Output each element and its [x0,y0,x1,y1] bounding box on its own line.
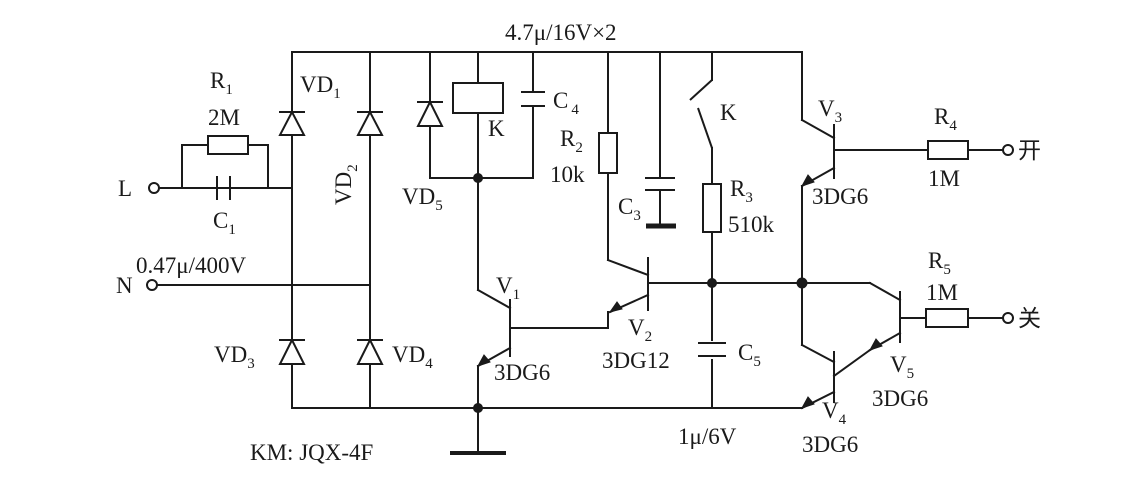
relay-model-label: KM: JQX-4F [250,440,373,465]
r3-label: R3 [730,176,753,206]
v4-emitter-arrow [800,396,815,409]
r4-value: 1M [928,166,960,191]
c1-label: C1 [213,208,236,238]
resistor-r2 [598,132,618,174]
terminal-l [148,182,160,194]
v4-model: 3DG6 [802,432,858,457]
terminal-l-label: L [118,176,132,201]
v1-model: 3DG6 [494,360,550,385]
diode-vd2 [356,109,384,136]
vd3-label: VD3 [214,342,255,372]
r1-label: R1 [210,68,233,98]
v1-emitter-arrow [476,354,491,367]
resistor-r3 [702,183,722,233]
top-capacitor-note: 4.7μ/16V×2 [505,20,617,45]
resistor-r4 [927,140,969,160]
relay-coil-k-label: K [488,116,505,141]
capacitor-c5 [698,342,726,357]
r3-value: 510k [728,212,775,237]
c5-value-note: 1μ/6V [678,424,737,449]
terminal-on-label: 开 [1018,138,1041,163]
c1-value: 0.47μ/400V [136,253,246,278]
terminal-on [1002,144,1014,156]
v3-model: 3DG6 [812,184,868,209]
diode-vd5 [416,99,444,127]
v3-emitter-arrow [800,174,815,187]
vd5-label: VD5 [402,184,443,214]
v2-model: 3DG12 [602,348,670,373]
terminal-n-label: N [116,273,133,298]
capacitor-c3 [645,177,676,229]
resistor-r5 [925,308,969,328]
r2-label: R2 [560,126,583,156]
r1-value: 2M [208,105,240,130]
vd1-label: VD1 [300,72,341,102]
r2-value: 10k [550,162,585,187]
v2-label: V2 [628,315,652,345]
relay-switch-k [689,79,713,101]
v3-label: V3 [818,96,842,126]
v5-model: 3DG6 [872,386,928,411]
vd2-label: VD2 [331,164,361,205]
diode-vd4 [356,337,384,365]
c3-label: C3 [618,194,641,224]
relay-coil-k [452,82,504,114]
capacitor-c4 [521,91,545,107]
vd4-label: VD4 [392,342,433,372]
v5-label: V5 [890,352,914,382]
v5-emitter-arrow [868,338,883,351]
terminal-off-label: 关 [1018,306,1041,331]
v1-label: V1 [496,273,520,303]
diode-vd3 [278,337,306,365]
diode-vd1 [278,109,306,136]
resistor-r1 [207,135,249,155]
v2-emitter-arrow [608,301,623,313]
capacitor-c1 [216,176,231,200]
r5-value: 1M [926,280,958,305]
terminal-off [1002,312,1014,324]
c5-label: C5 [738,340,761,370]
v4-label: V4 [822,398,847,428]
relay-switch-k-label: K [720,100,737,125]
r4-label: R4 [934,104,957,134]
terminal-n [146,279,158,291]
r5-label: R5 [928,248,951,278]
junction-dots [473,173,808,413]
